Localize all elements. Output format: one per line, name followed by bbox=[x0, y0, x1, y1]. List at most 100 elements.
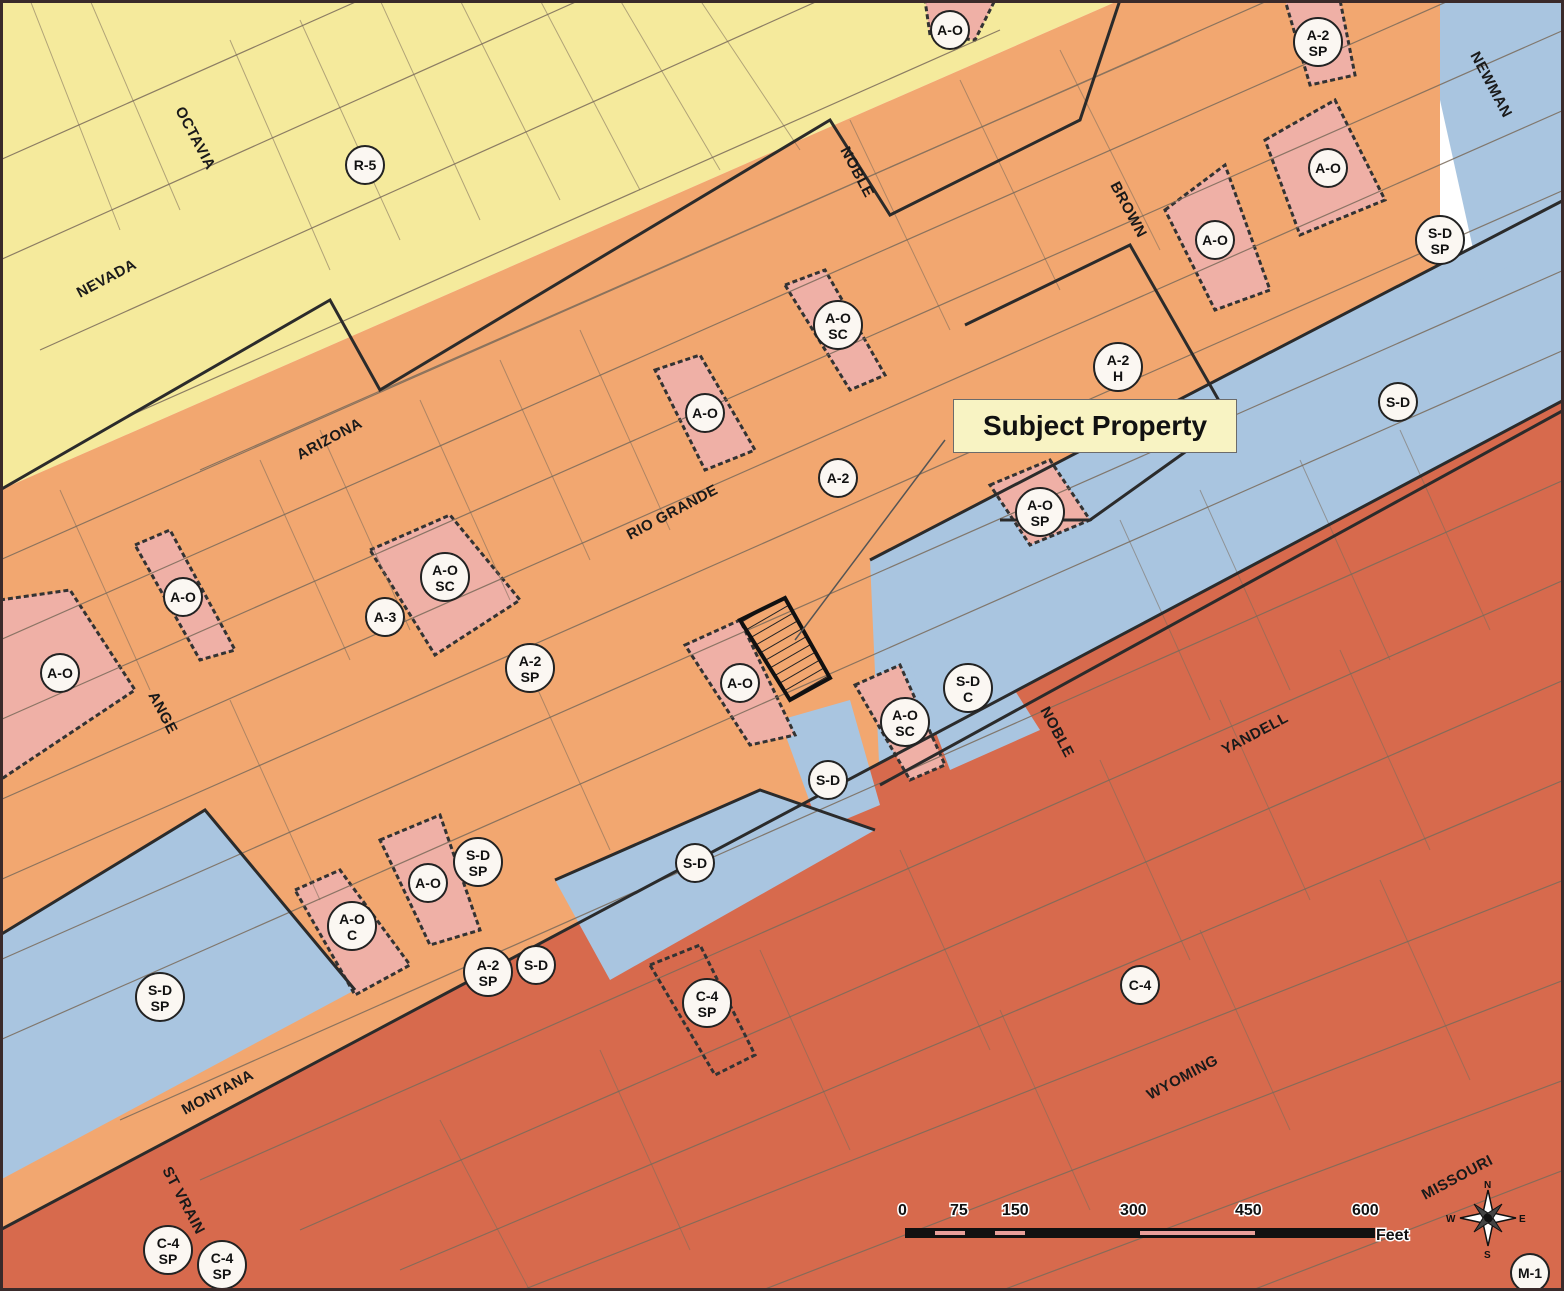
zone-label-circle bbox=[453, 837, 503, 887]
zone-overlay-code: SP bbox=[469, 863, 488, 879]
zone-overlay-code: SP bbox=[151, 998, 170, 1014]
c4-sp-parcel bbox=[647, 943, 758, 1077]
zone-label-circle bbox=[1093, 342, 1143, 392]
zone-overlay-code: C bbox=[963, 689, 973, 705]
scale-tick-75: 75 bbox=[950, 1202, 968, 1219]
zone-label: A-O bbox=[40, 653, 80, 693]
zone-label-circle bbox=[1195, 220, 1235, 260]
zone-code: A-O bbox=[339, 911, 365, 927]
zone-code: M-1 bbox=[1518, 1265, 1542, 1281]
zone-label-circle bbox=[345, 145, 385, 185]
zone-code: A-O bbox=[892, 707, 918, 723]
scale-tick-0: 0 bbox=[898, 1202, 907, 1219]
zone-code: A-2 bbox=[519, 653, 542, 669]
scale-tick-300: 300 bbox=[1120, 1202, 1147, 1219]
zone-overlay-code: SC bbox=[895, 723, 914, 739]
callout-leader-line bbox=[794, 439, 946, 641]
zone-label-circle bbox=[505, 643, 555, 693]
zone-label-circle bbox=[327, 901, 377, 951]
zone-code: S-D bbox=[148, 982, 172, 998]
zone-label-circle bbox=[682, 978, 732, 1028]
zone-code: A-O bbox=[937, 22, 963, 38]
zone-overlay-code: SC bbox=[828, 326, 847, 342]
zone-code: R-5 bbox=[354, 157, 377, 173]
zone-code: A-O bbox=[1202, 232, 1228, 248]
compass-w: W bbox=[1446, 1214, 1456, 1225]
zone-label-circle bbox=[1378, 382, 1418, 422]
scale-bar: 0 75 150 300 450 600 Feet bbox=[897, 1201, 1412, 1246]
zone-code: A-O bbox=[432, 562, 458, 578]
zone-code: S-D bbox=[1386, 394, 1410, 410]
zone-code: S-D bbox=[466, 847, 490, 863]
zone-sd-east bbox=[1440, 0, 1564, 280]
zone-overlay-code: SP bbox=[1431, 241, 1450, 257]
zone-label: A-O bbox=[1308, 148, 1348, 188]
zone-code: A-O bbox=[170, 589, 196, 605]
zone-code: A-2 bbox=[827, 470, 850, 486]
zone-label: M-1 bbox=[1510, 1253, 1550, 1291]
zone-code: S-D bbox=[816, 772, 840, 788]
zone-code: S-D bbox=[956, 673, 980, 689]
zone-overlay-code: SP bbox=[1309, 43, 1328, 59]
compass-s: S bbox=[1484, 1250, 1491, 1261]
zone-label-circle bbox=[930, 10, 970, 50]
zone-code: C-4 bbox=[1129, 977, 1152, 993]
zone-overlay-code: SP bbox=[698, 1004, 717, 1020]
zone-label-circle bbox=[1510, 1253, 1550, 1291]
zone-code: A-O bbox=[415, 875, 441, 891]
zone-label-circle bbox=[516, 945, 556, 985]
zone-label-circle bbox=[1293, 17, 1343, 67]
zone-label-circle bbox=[463, 947, 513, 997]
zone-label-circle bbox=[813, 300, 863, 350]
zone-code: S-D bbox=[683, 855, 707, 871]
zone-label: S-DC bbox=[943, 663, 993, 713]
zone-label: S-D bbox=[675, 843, 715, 883]
zone-label: A-O bbox=[408, 863, 448, 903]
zone-label-circle bbox=[1415, 215, 1465, 265]
zone-label-circle bbox=[143, 1225, 193, 1275]
zone-overlay-code: SP bbox=[521, 669, 540, 685]
zone-label-circle bbox=[675, 843, 715, 883]
zone-label: A-OSP bbox=[1015, 487, 1065, 537]
zone-label-circle bbox=[880, 697, 930, 747]
compass-rose-icon: N S E W bbox=[1446, 1180, 1526, 1261]
zone-label: S-D bbox=[1378, 382, 1418, 422]
zone-label: A-OSC bbox=[813, 300, 863, 350]
zone-label: S-D bbox=[808, 760, 848, 800]
zone-label-circle bbox=[420, 552, 470, 602]
zone-code: A-O bbox=[727, 675, 753, 691]
zone-label: A-OSC bbox=[880, 697, 930, 747]
zone-label: A-2SP bbox=[505, 643, 555, 693]
zone-overlay-code: H bbox=[1113, 368, 1123, 384]
zone-code: A-3 bbox=[374, 609, 397, 625]
zone-label-circle bbox=[720, 663, 760, 703]
subject-property-callout[interactable]: Subject Property bbox=[953, 399, 1237, 453]
zone-label-circle bbox=[1120, 965, 1160, 1005]
zone-sd-south bbox=[555, 790, 875, 980]
subject-property-parcel[interactable] bbox=[737, 595, 833, 703]
zone-label-circle bbox=[818, 458, 858, 498]
zone-code: A-2 bbox=[477, 957, 500, 973]
zone-label-circle bbox=[40, 653, 80, 693]
scale-unit-label: Feet bbox=[1376, 1227, 1410, 1244]
zone-code: S-D bbox=[524, 957, 548, 973]
zone-code: A-O bbox=[825, 310, 851, 326]
zone-overlay-code: SC bbox=[435, 578, 454, 594]
zone-code: A-2 bbox=[1307, 27, 1330, 43]
scale-tick-150: 150 bbox=[1002, 1202, 1029, 1219]
zone-code: A-O bbox=[1315, 160, 1341, 176]
zone-code: A-O bbox=[1027, 497, 1053, 513]
zone-code: S-D bbox=[1428, 225, 1452, 241]
zone-overlay-code: SP bbox=[213, 1266, 232, 1282]
zone-label: R-5 bbox=[345, 145, 385, 185]
zone-label-circle bbox=[163, 577, 203, 617]
scale-tick-450: 450 bbox=[1235, 1202, 1262, 1219]
zone-label: C-4 bbox=[1120, 965, 1160, 1005]
zone-label-circle bbox=[408, 863, 448, 903]
zone-label-circle bbox=[365, 597, 405, 637]
